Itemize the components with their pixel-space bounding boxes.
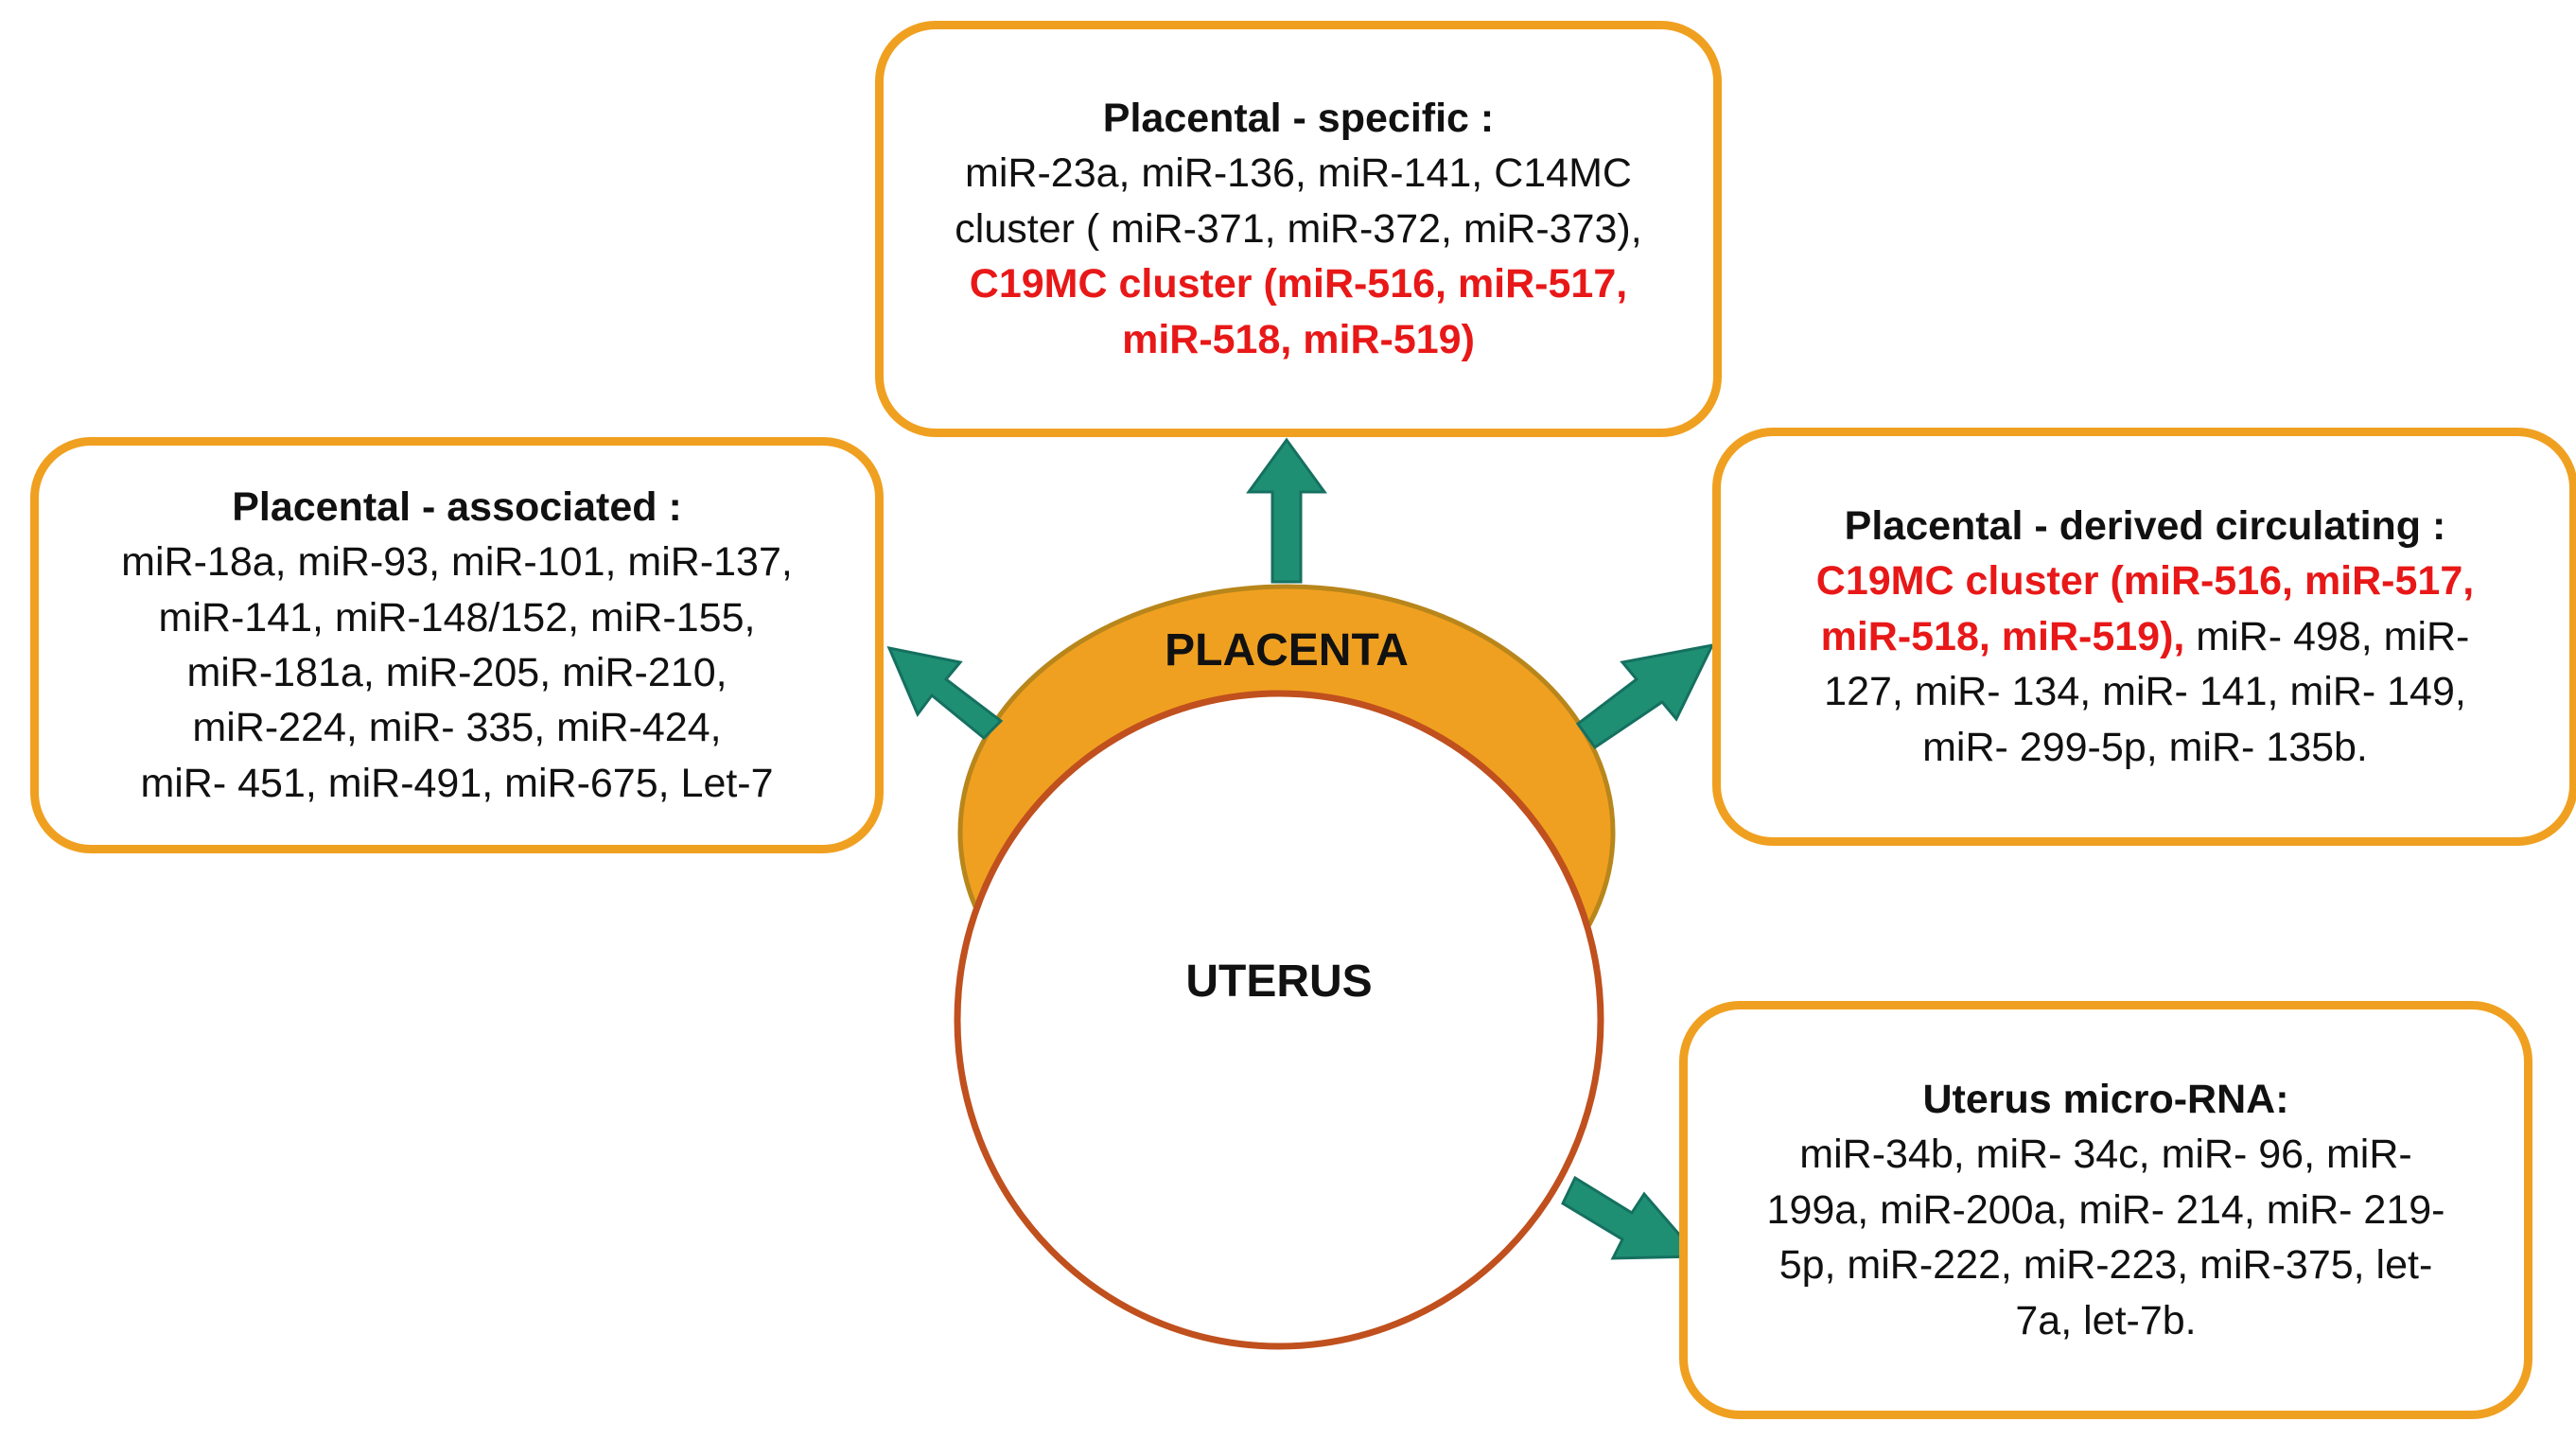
box-line: miR- 451, miR-491, miR-675, Let-7 — [140, 760, 774, 806]
box-line: 199a, miR-200a, miR- 214, miR- 219- — [1766, 1186, 2445, 1233]
box-line-highlight: C19MC cluster (miR-516, miR-517, — [969, 261, 1628, 307]
box-line: miR-18a, miR-93, miR-101, miR-137, — [121, 539, 793, 586]
uterus-label: UTERUS — [1185, 956, 1373, 1007]
box-line: 5p, miR-222, miR-223, miR-375, let- — [1779, 1242, 2433, 1289]
placental-specific-box: Placental - specific : miR-23a, miR-136,… — [875, 21, 1722, 437]
box-line: miR-23a, miR-136, miR-141, C14MC — [965, 150, 1632, 197]
uterus-ellipse — [954, 690, 1604, 1350]
box-line: miR- 299-5p, miR- 135b. — [1922, 724, 2368, 770]
box-line: miR-141, miR-148/152, miR-155, — [158, 594, 756, 641]
box-line: miR-224, miR- 335, miR-424, — [192, 705, 722, 751]
box-title: Placental - derived circulating : — [1844, 502, 2446, 549]
arrow-to-derived — [1575, 642, 1715, 750]
box-line: 127, miR- 134, miR- 141, miR- 149, — [1824, 669, 2466, 715]
box-line-text: miR- 498, miR- — [2184, 613, 2470, 659]
box-line: miR-34b, miR- 34c, miR- 96, miR- — [1799, 1132, 2412, 1178]
box-title: Uterus micro-RNA: — [1922, 1076, 2289, 1122]
box-line-highlight: miR-518, miR-519), — [1820, 613, 2185, 659]
arrow-to-specific — [1246, 437, 1327, 584]
box-line: cluster ( miR-371, miR-372, miR-373), — [955, 205, 1642, 252]
box-line-highlight: miR-518, miR-519) — [1122, 316, 1475, 362]
arrow-to-associated — [886, 645, 1004, 741]
uterus-micro-rna-box: Uterus micro-RNA: miR-34b, miR- 34c, miR… — [1679, 1001, 2532, 1419]
box-line: 7a, let-7b. — [2015, 1297, 2197, 1343]
placental-derived-circulating-box: Placental - derived circulating : C19MC … — [1712, 428, 2576, 846]
placental-associated-box: Placental - associated : miR-18a, miR-93… — [30, 437, 884, 853]
box-line-mixed: miR-518, miR-519), miR- 498, miR- — [1821, 609, 2470, 664]
placenta-label: PLACENTA — [1165, 625, 1409, 676]
arrow-to-uterus-box — [1561, 1175, 1702, 1260]
box-line: miR-181a, miR-205, miR-210, — [186, 650, 727, 695]
box-title: Placental - specific : — [1102, 95, 1495, 141]
box-title: Placental - associated : — [232, 483, 682, 530]
box-line-highlight: C19MC cluster (miR-516, miR-517, — [1815, 558, 2475, 605]
